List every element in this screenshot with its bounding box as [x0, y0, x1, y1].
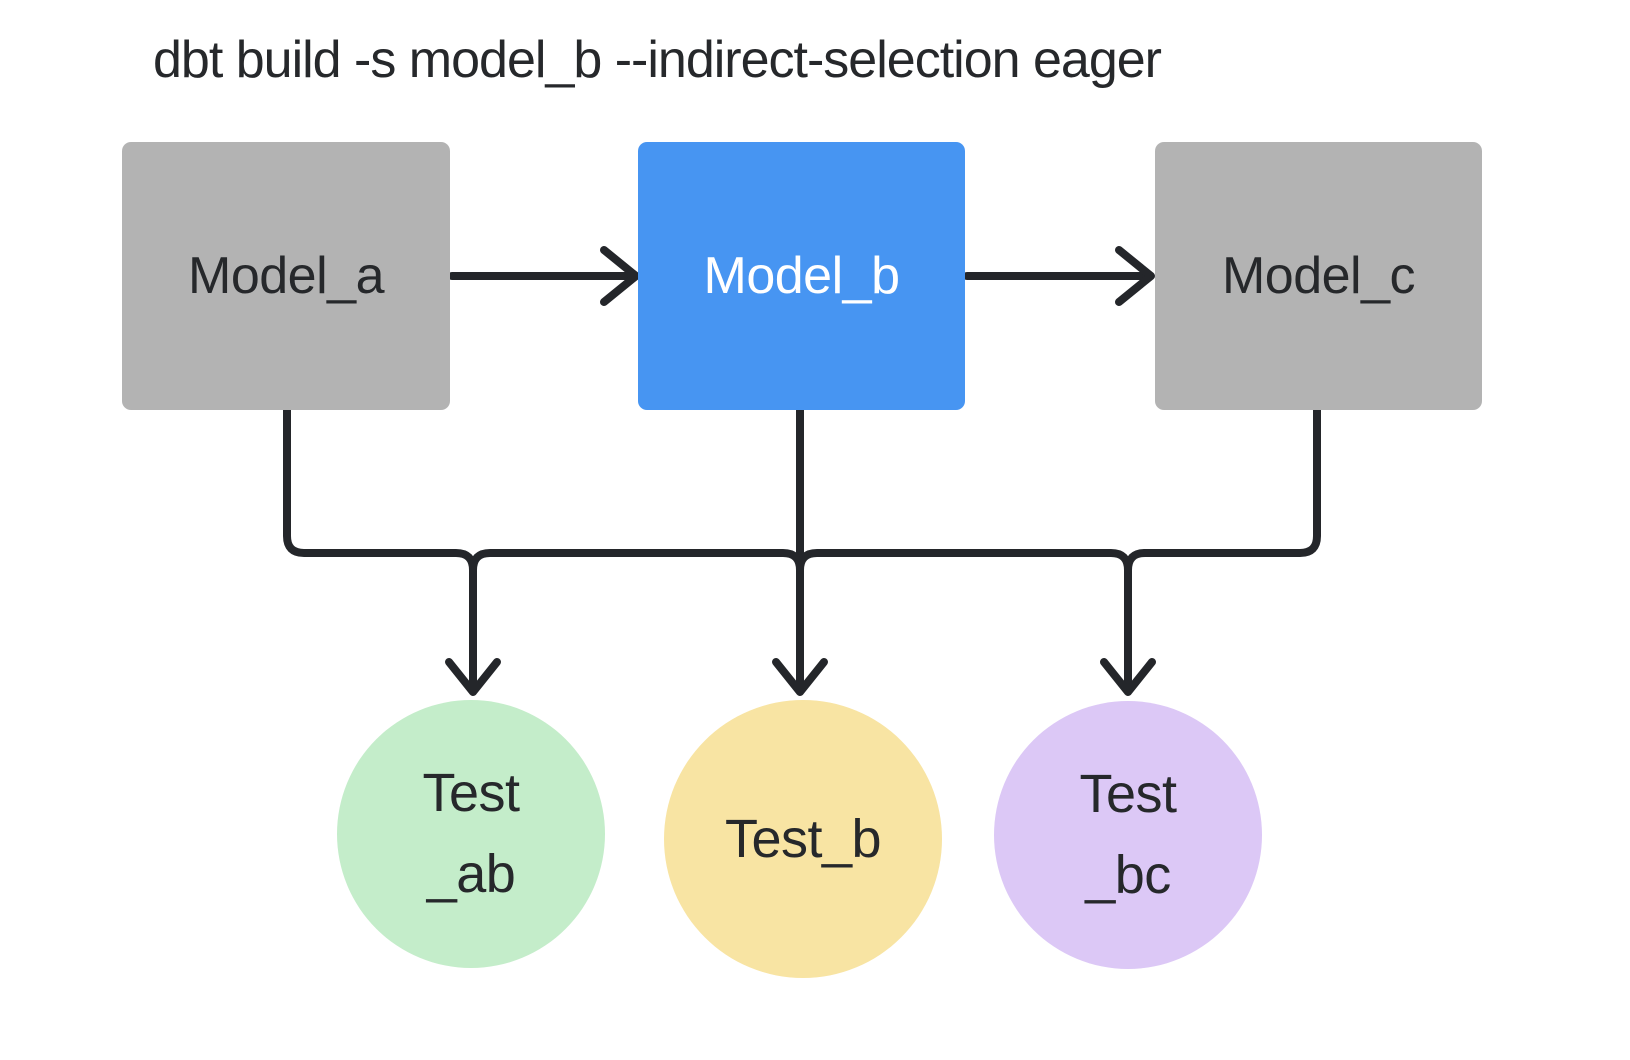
- edge-shaft: [1124, 406, 1321, 574]
- node-label-line: Test: [1079, 764, 1177, 824]
- arrowhead-right-icon: [1115, 246, 1155, 306]
- node-label-line: Test_b: [724, 808, 882, 869]
- arrowhead-right-icon: [600, 246, 640, 306]
- node-label: Model_a: [188, 247, 384, 305]
- edge-rail-left: [469, 549, 804, 574]
- edge-shaft: [796, 549, 1132, 690]
- arrowhead-down-icon: [445, 658, 501, 696]
- node-label-line: _ab: [426, 844, 516, 904]
- node-test-ab: Test _ab: [337, 700, 605, 968]
- command-title: dbt build -s model_b --indirect-selectio…: [153, 31, 1162, 89]
- node-model-b: Model_b: [638, 142, 965, 410]
- edge-model-b-to-model-c: [963, 246, 1155, 306]
- edge-model-a-to-tests: [283, 406, 501, 696]
- node-label: Model_b: [703, 247, 900, 305]
- node-model-c: Model_c: [1155, 142, 1482, 410]
- node-label-line: Test: [422, 763, 520, 823]
- edge-model-c-to-tests: [1124, 406, 1321, 574]
- arrowhead-down-icon: [1100, 658, 1156, 696]
- edge-model-a-to-model-b: [448, 246, 640, 306]
- node-test-bc: Test _bc: [994, 701, 1262, 969]
- node-model-a: Model_a: [122, 142, 450, 410]
- node-test-b: Test_b: [664, 700, 942, 978]
- edge-rail-right: [796, 549, 1156, 696]
- edge-model-b-to-test-b: [772, 406, 828, 696]
- arrowhead-down-icon: [772, 658, 828, 696]
- edge-shaft: [469, 549, 804, 574]
- node-label: Model_c: [1221, 247, 1416, 305]
- node-label-line: _bc: [1085, 845, 1171, 905]
- edge-shaft: [283, 406, 477, 690]
